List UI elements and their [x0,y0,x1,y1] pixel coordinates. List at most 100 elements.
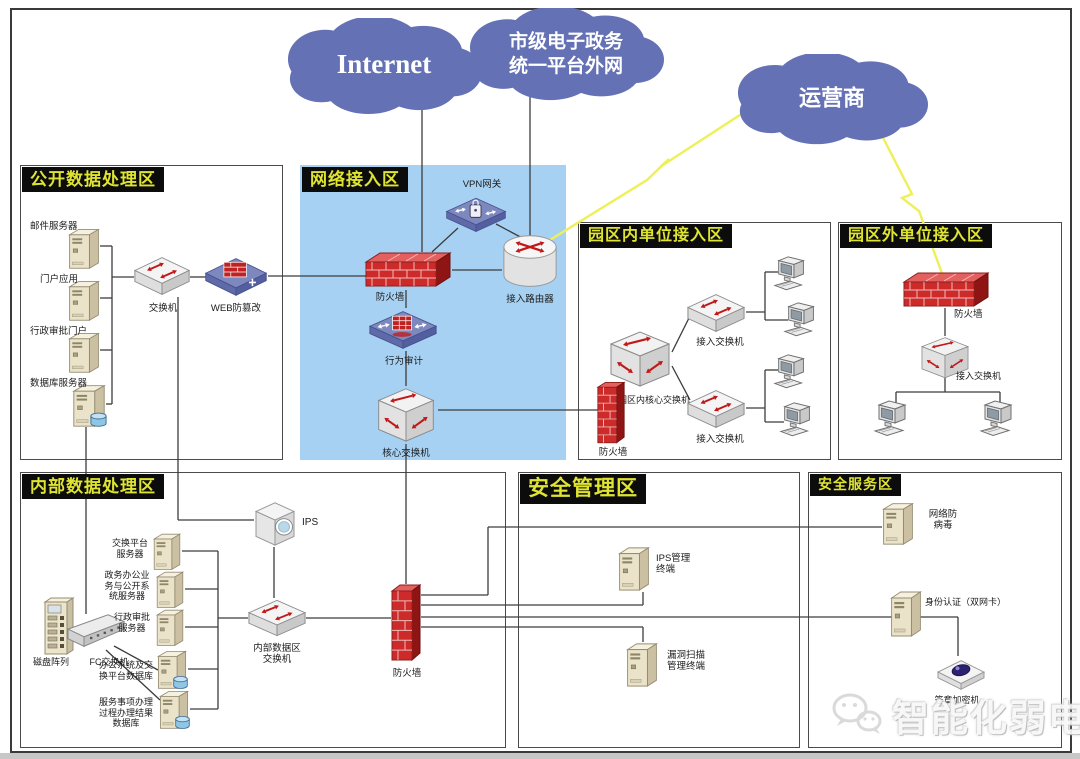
ext-pc-2 [978,398,1020,440]
cloud-icon: Internet [287,16,482,115]
core-switch-label: 核心交换机 [382,448,430,459]
vpn-gateway-label: VPN网关 [462,179,502,190]
security-service-zone-title: 安全服务区 [810,474,901,496]
fc-switch-label: FC交换机 [89,657,129,667]
ext-firewall-label: 防火墙 [954,309,983,320]
firewall-h-icon [364,252,452,287]
mail-server [66,226,102,270]
server-icon [881,502,915,545]
access-router [501,232,559,292]
office-db-label: 办公系统及交换平台数据库 [98,660,153,681]
campus-core-switch-label: 园区内核心交换机 [618,395,691,405]
cloud-icon: 运营商 [737,52,928,145]
campus-access-switch-2-label: 接入交换机 [696,434,744,445]
carrier-cloud-label: 运营商 [799,86,865,111]
campus-core-switch [606,327,674,389]
server-db-icon [72,384,107,427]
internet-cloud-label: Internet [337,49,431,79]
campus-external-zone-title: 园区外单位接入区 [840,224,993,248]
antivirus-server-label: 网络防 病毒 [928,509,958,532]
switch-cube-icon [377,388,435,442]
security-mgmt-zone [518,472,800,748]
server-db-icon [156,650,188,690]
central-firewall-label: 防火墙 [392,668,422,679]
switch-cube-icon [609,331,671,387]
server-icon [155,571,185,609]
pc-icon [979,400,1013,437]
switch-flat-icon [247,599,307,637]
gov-office-server-label: 政务办公业务与公开系统服务器 [104,570,150,602]
disk-array-label: 磁盘阵列 [32,657,69,667]
ips-label: IPS [302,517,319,528]
switch-cube-icon [920,337,970,379]
firewall-access [364,250,452,290]
pc-icon [783,302,815,337]
firewall-v-icon [596,381,626,444]
switch-flat-icon [133,257,191,296]
ips [252,498,298,548]
campus-access-switch-1-label: 接入交换机 [696,337,744,348]
portal-app-label: 门户应用 [40,274,79,285]
identity-auth-server-label: 身份认证（双网卡） [925,597,1007,607]
switch-flat-icon [686,294,746,333]
internet-cloud: Internet [286,16,482,116]
behavior-audit-label: 行为审计 [384,356,423,367]
public-switch [133,253,191,299]
public-switch-label: 交换机 [148,303,178,314]
fc-switch-icon [66,614,126,648]
pc-icon [779,402,811,437]
office-db [155,648,189,690]
wechat-icon [832,693,882,734]
core-switch [374,384,438,444]
internal-data-zone-title: 内部数据处理区 [22,474,164,500]
firewall-h-icon [902,272,990,307]
approval-server [154,607,186,647]
campus-access-switch-1 [686,290,746,336]
ext-access-switch [918,334,972,380]
ips-cube-icon [254,502,296,546]
watermark: 智能化弱电圈 [830,688,1080,742]
pc-icon [873,400,907,437]
watermark-text: 智能化弱电圈 [892,698,1080,739]
mail-server-label: 邮件服务器 [30,221,78,232]
network-access-zone-title: 网络接入区 [302,167,408,193]
public-data-zone-title: 公开数据处理区 [22,167,164,193]
approval-server-label: 行政审批 服务器 [113,612,150,633]
vuln-scan-terminal-label: 漏洞扫描 管理终端 [667,650,706,673]
server-icon [67,228,101,270]
crypto-icon [936,660,986,691]
exchange-platform-server-label: 交换平台 服务器 [111,538,148,559]
service-db [157,688,191,730]
behavior-audit [368,307,438,351]
internal-switch-label: 内部数据区 交换机 [253,643,301,666]
ips-mgmt-terminal-label: IPS管理 终端 [656,553,691,576]
campus-firewall [596,380,626,446]
antivirus-server [880,500,916,546]
server-icon [152,533,182,571]
identity-auth-server [888,588,924,638]
blue-web-icon [204,258,268,296]
carrier-cloud: 运营商 [736,52,928,146]
campus-pc-3 [772,352,812,392]
security-mgmt-zone-title: 安全管理区 [520,474,646,505]
server-icon [155,609,185,647]
ips-mgmt-terminal [616,544,652,592]
exchange-platform-server [151,531,183,571]
pc-icon [773,354,805,389]
ext-firewall [902,270,990,310]
disk-array-icon [43,597,75,655]
access-router-label: 接入路由器 [506,294,554,305]
vpn-gateway [445,194,507,234]
campus-pc-1 [772,254,812,294]
blue-lock-icon [445,197,507,233]
campus-pc-4 [778,400,818,440]
db-server [70,382,108,428]
server-icon [67,332,101,374]
server-db-icon [158,690,190,730]
city-egov-cloud: 市级电子政务统一平台外网 [468,6,664,102]
web-tamper-proof-label: WEB防篡改 [210,303,262,314]
campus-access-switch-2 [686,386,746,432]
switch-flat-icon [686,390,746,429]
vuln-scan-terminal [624,640,660,688]
server-icon [625,642,659,687]
